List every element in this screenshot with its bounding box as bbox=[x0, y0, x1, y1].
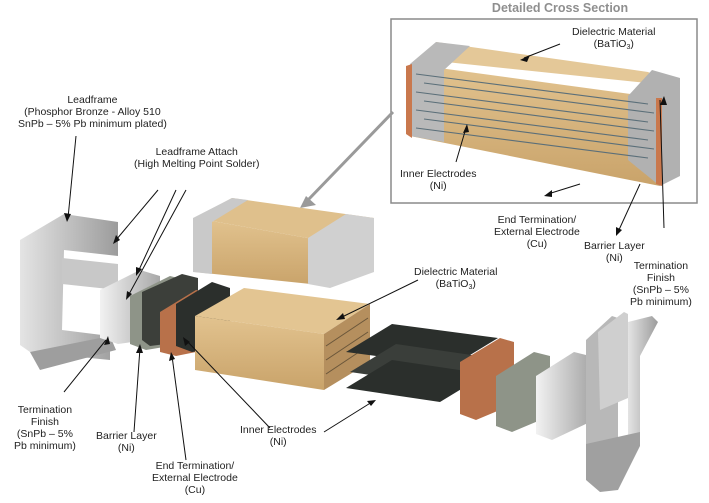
cross-section-title: Detailed Cross Section bbox=[491, 1, 629, 15]
termination-finish-right-label: Termination Finish (SnPb – 5% Pb minimum… bbox=[630, 260, 692, 308]
chip-right-end bbox=[308, 214, 374, 288]
termination-finish-left-label: Termination Finish (SnPb – 5% Pb minimum… bbox=[14, 404, 76, 452]
chip-front bbox=[195, 218, 330, 286]
leadframe-right bbox=[586, 312, 658, 492]
termination-finish-right bbox=[536, 352, 590, 440]
dielectric-label: Dielectric Material (BaTiO3) bbox=[414, 266, 498, 291]
cs-dielectric-label: Dielectric Material (BaTiO3) bbox=[572, 26, 656, 51]
leadframe-left bbox=[20, 214, 118, 370]
cs-cu-left bbox=[406, 64, 412, 138]
dielectric-block bbox=[195, 288, 370, 390]
chip-left-end bbox=[193, 198, 248, 274]
inner-electrodes-label: Inner Electrodes (Ni) bbox=[240, 424, 317, 448]
assembled-chip bbox=[193, 198, 374, 288]
end-termination-right-label: End Termination/ External Electrode (Cu) bbox=[494, 214, 580, 250]
cs-body-top bbox=[436, 42, 676, 86]
leadframe-label: Leadframe (Phosphor Bronze - Alloy 510 S… bbox=[18, 94, 167, 130]
barrier-layer-left-label: Barrier Layer (Ni) bbox=[96, 430, 157, 454]
barrier-layer-right-label: Barrier Layer (Ni) bbox=[584, 240, 645, 264]
leadframe-attach-label: Leadframe Attach (High Melting Point Sol… bbox=[134, 146, 260, 170]
cs-inner-electrodes bbox=[415, 73, 655, 159]
cross-section-pointer bbox=[306, 110, 395, 202]
end-termination-left-label: End Termination/ External Electrode (Cu) bbox=[152, 460, 238, 496]
leader-lines bbox=[63, 43, 665, 461]
inner-electrode-plate-3 bbox=[346, 360, 486, 402]
cs-end-left bbox=[410, 42, 470, 142]
cross-section-chip bbox=[406, 42, 680, 186]
leader-arrowheads bbox=[64, 55, 667, 406]
cs-inner-electrodes-label: Inner Electrodes (Ni) bbox=[400, 168, 477, 192]
cross-section-pointer-head bbox=[300, 196, 316, 208]
